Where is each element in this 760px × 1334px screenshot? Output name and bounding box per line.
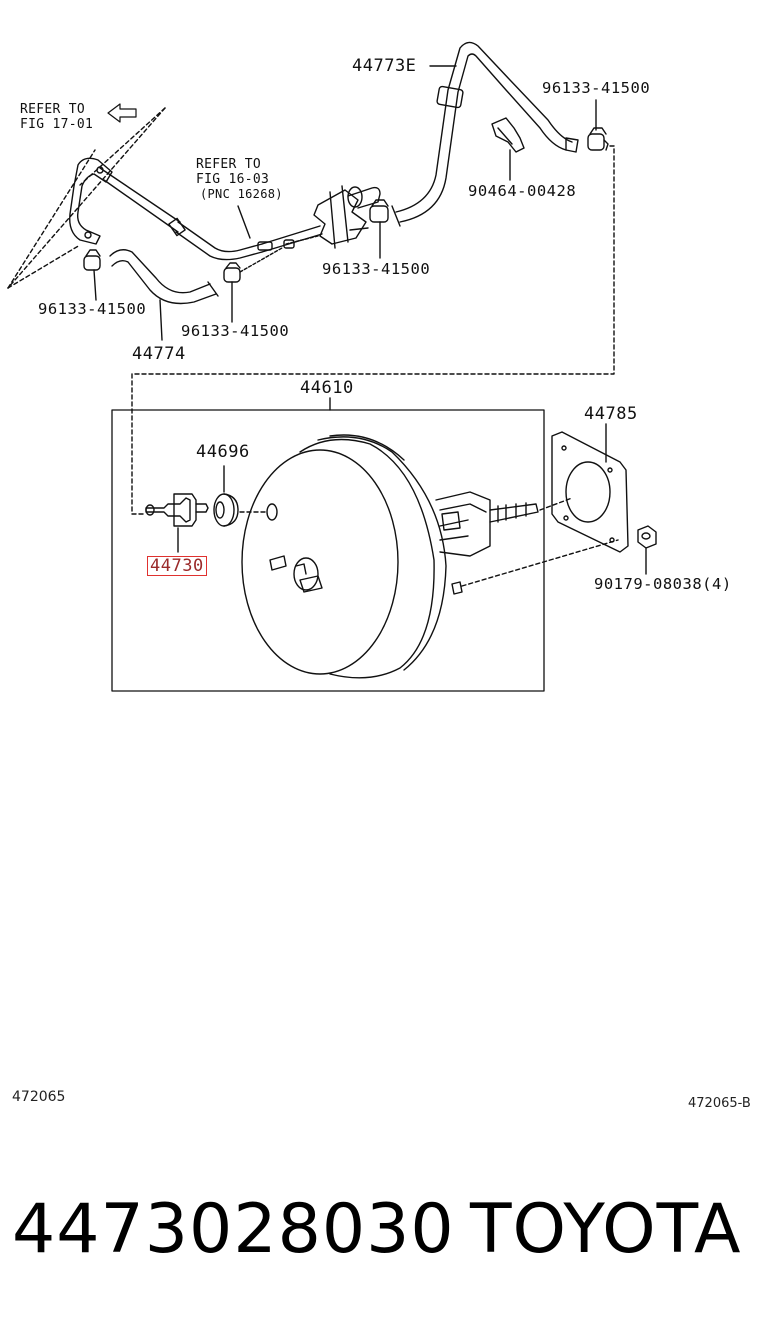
hose-clamp-bracket — [491, 117, 525, 181]
label-booster-assembly: 44610 — [300, 378, 354, 398]
grommet — [213, 465, 269, 527]
brand-name: TOYOTA — [470, 1190, 742, 1269]
label-check-valve-highlighted[interactable]: 44730 — [147, 556, 207, 576]
label-clip-center: 96133-41500 — [322, 260, 431, 278]
label-refer-fig16-line1: REFER TO — [196, 157, 262, 172]
vacuum-hose-lower — [109, 247, 283, 341]
diagram-ref-left: 472065 — [12, 1089, 66, 1105]
label-clip-lower: 96133-41500 — [181, 322, 290, 340]
label-clip-left: 96133-41500 — [38, 300, 147, 318]
pipe-bracket-left — [69, 157, 181, 245]
label-refer-fig16-line2: FIG 16-03 — [196, 172, 270, 187]
part-number: 4473028030 — [12, 1190, 455, 1269]
diagram-ref-right: 472065-B — [688, 1096, 751, 1111]
booster-assembly-frame — [111, 409, 545, 692]
label-hose-lower: 44774 — [132, 344, 186, 364]
label-refer-fig16-line3: (PNC 16268) — [200, 187, 283, 201]
flange-nut — [637, 525, 657, 575]
brake-booster-body — [241, 434, 539, 679]
label-gasket: 44785 — [584, 404, 638, 424]
label-clip-upper-right: 96133-41500 — [542, 79, 651, 97]
dashed-connection-check-valve — [131, 145, 615, 515]
check-valve — [145, 493, 209, 553]
hose-clip-center — [369, 199, 389, 259]
union-fitting — [257, 185, 381, 251]
label-clamp-bracket: 90464-00428 — [468, 182, 577, 200]
refer-fig17-text: REFER TO FIG 17-01 — [20, 102, 94, 132]
label-refer-fig17: REFER TO FIG 17-01 — [20, 102, 93, 132]
refer-arrow-icon — [107, 103, 137, 123]
booster-gasket — [551, 423, 629, 553]
vacuum-hose-upper — [391, 41, 579, 227]
refer-dashed-lines — [7, 107, 166, 289]
label-grommet: 44696 — [196, 442, 250, 462]
label-hose-upper: 44773E — [352, 56, 417, 76]
label-flange-nut: 90179-08038(4) — [594, 575, 732, 593]
hose-clip-left — [83, 249, 101, 301]
hose-clip-upper-right — [587, 99, 609, 151]
